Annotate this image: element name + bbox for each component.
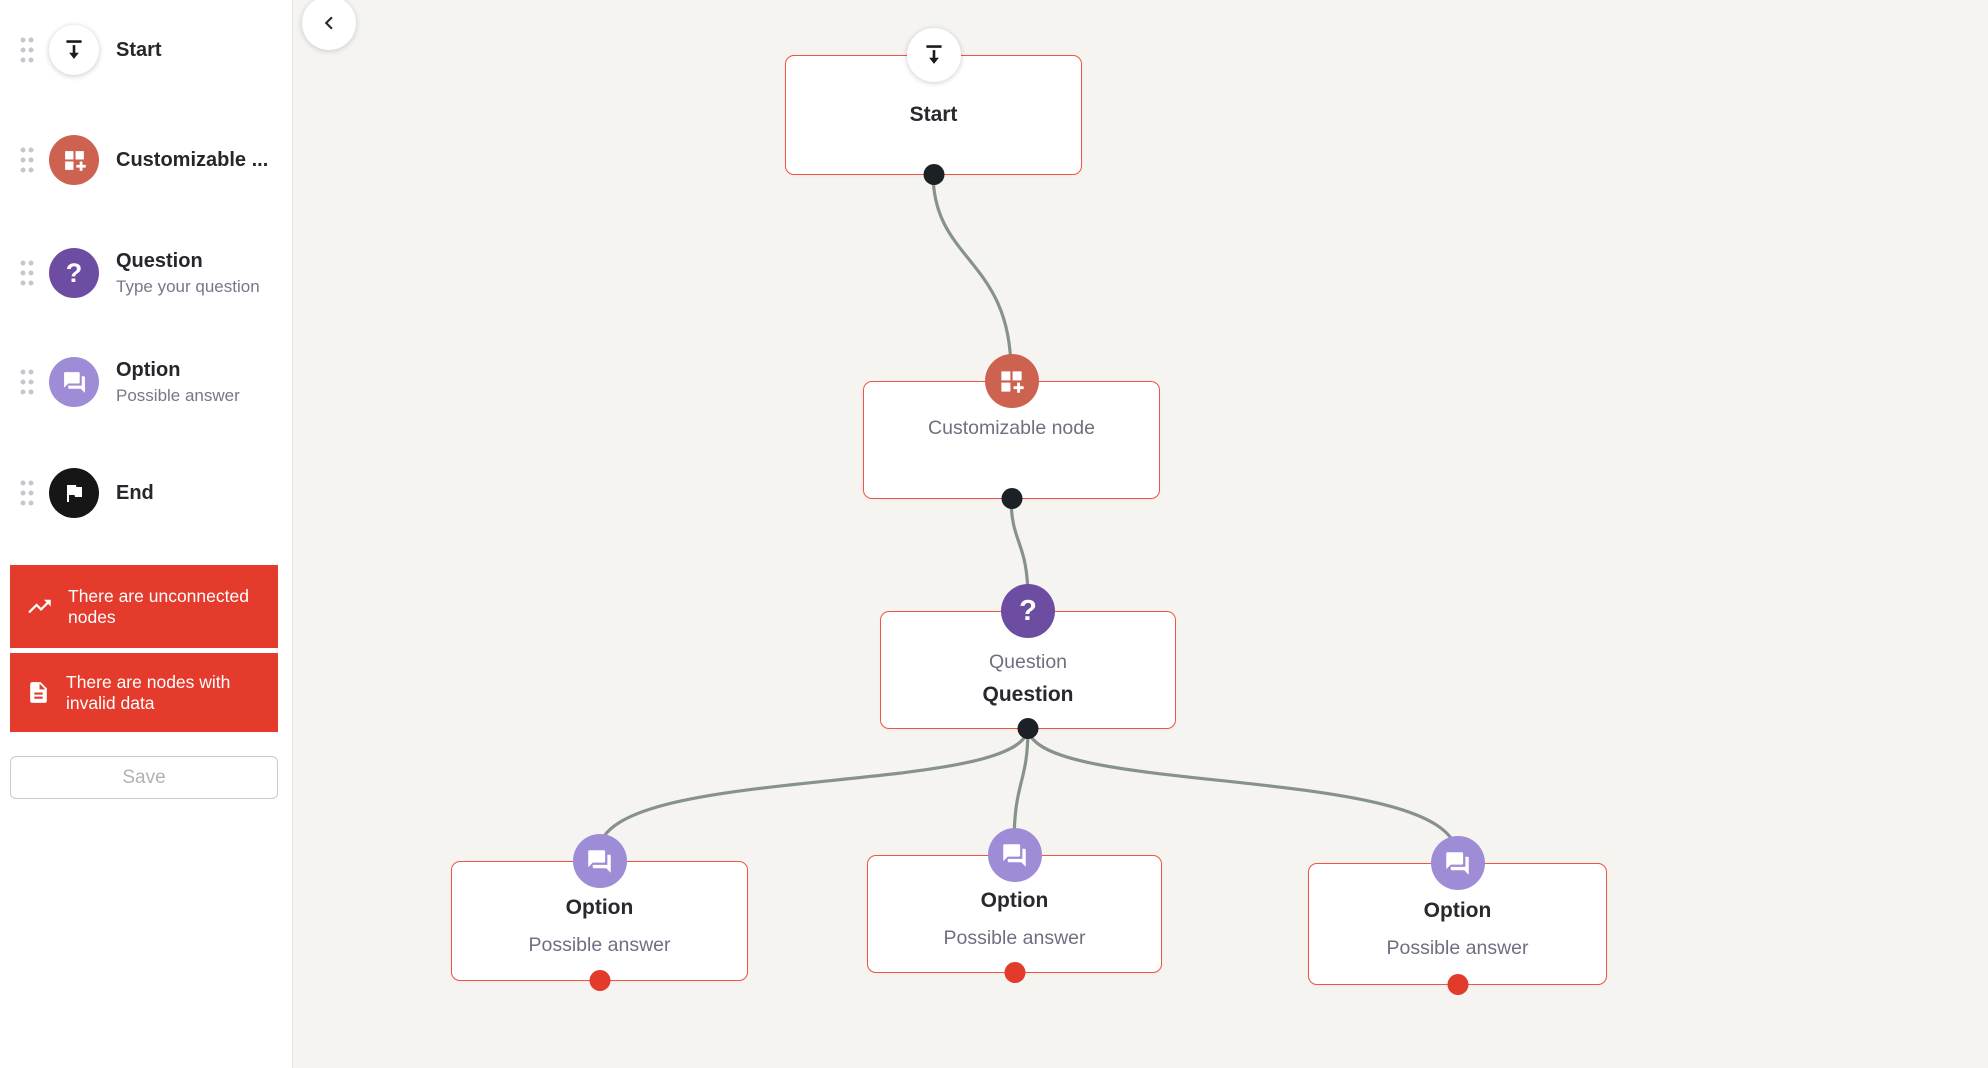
flow-canvas[interactable]: Start Customizable node ? Question Qu	[293, 0, 1988, 1068]
trending-up-icon	[26, 593, 53, 620]
flow-node-option-3[interactable]: Option Possible answer	[1308, 836, 1607, 995]
node-title: Start	[909, 103, 958, 126]
warning-unconnected-nodes: There are unconnected nodes	[10, 565, 278, 648]
node-subtitle: Possible answer	[943, 927, 1086, 949]
flow-node-customizable[interactable]: Customizable node	[863, 354, 1160, 509]
forum-icon	[588, 849, 611, 873]
node-title: Question	[982, 683, 1074, 706]
start-node-badge	[906, 28, 961, 82]
dashboard-customize-icon	[1001, 370, 1024, 393]
flow-edges	[597, 171, 1459, 858]
output-port[interactable]	[1001, 488, 1022, 509]
node-type-label: Question	[988, 651, 1068, 673]
drag-handle-icon[interactable]	[19, 258, 35, 288]
palette-item-label: Question	[116, 250, 203, 272]
start-arrow-icon	[66, 40, 82, 59]
palette-item-label: Start	[116, 39, 162, 61]
flag-icon	[67, 485, 82, 502]
option-badge	[49, 357, 99, 407]
node-subtitle: Possible answer	[528, 934, 671, 956]
forum-icon	[1446, 851, 1469, 875]
collapse-sidebar-button[interactable]	[302, 0, 356, 50]
flow-node-start[interactable]: Start	[785, 28, 1082, 185]
flow-node-option-2[interactable]: Option Possible answer	[867, 828, 1162, 983]
flow-node-question[interactable]: ? Question Question	[880, 584, 1176, 739]
node-label: Customizable node	[928, 417, 1095, 439]
chevron-left-icon	[324, 16, 333, 30]
output-port-unconnected[interactable]	[589, 970, 610, 991]
warning-text: There are unconnected nodes	[68, 585, 249, 627]
drag-handle-icon[interactable]	[19, 478, 35, 508]
start-badge	[49, 25, 99, 75]
palette-item-customizable[interactable]: Customizable ...	[0, 132, 292, 188]
option-node-badge	[1430, 836, 1485, 890]
edge-customizable-question	[1009, 495, 1030, 602]
palette-item-end[interactable]: End	[0, 465, 292, 521]
warning-text: There are nodes with invalid data	[66, 671, 231, 713]
palette-item-start[interactable]: Start	[0, 22, 292, 78]
output-port[interactable]	[923, 164, 944, 185]
drag-handle-icon[interactable]	[19, 35, 35, 65]
palette-item-label: Customizable ...	[116, 149, 269, 171]
node-title: Option	[565, 896, 634, 919]
palette-item-subtitle: Possible answer	[116, 386, 240, 405]
question-badge: ?	[49, 248, 99, 298]
palette-item-subtitle: Type your question	[116, 277, 260, 296]
start-arrow-icon	[925, 45, 942, 64]
question-mark-icon: ?	[1019, 594, 1037, 627]
edge-question-option1	[597, 725, 1030, 854]
edge-question-option3	[1026, 725, 1459, 858]
forum-icon	[1003, 843, 1026, 867]
question-mark-icon: ?	[65, 257, 83, 288]
palette-item-question[interactable]: ? Question Type your question	[0, 245, 292, 301]
drag-handle-icon[interactable]	[19, 367, 35, 397]
option-node-badge	[987, 828, 1042, 882]
document-icon	[26, 680, 51, 705]
customizable-badge	[49, 135, 99, 185]
node-subtitle: Possible answer	[1386, 937, 1529, 959]
node-palette-sidebar: Start Customizable ... ?	[0, 0, 293, 1068]
warning-invalid-data: There are nodes with invalid data	[10, 653, 278, 732]
node-title: Option	[980, 889, 1049, 912]
customizable-node-badge	[984, 354, 1039, 408]
drag-handle-icon[interactable]	[19, 145, 35, 175]
output-port[interactable]	[1017, 718, 1039, 739]
palette-item-label: End	[116, 482, 154, 504]
forum-icon	[63, 371, 85, 393]
edge-start-customizable	[931, 171, 1013, 374]
option-node-badge	[572, 834, 627, 888]
save-button[interactable]: Save	[10, 756, 278, 799]
end-badge	[49, 468, 99, 518]
dashboard-customize-icon	[64, 150, 86, 171]
palette-item-label: Option	[116, 359, 181, 381]
output-port-unconnected[interactable]	[1004, 962, 1025, 983]
output-port-unconnected[interactable]	[1447, 974, 1468, 995]
flow-node-option-1[interactable]: Option Possible answer	[451, 834, 748, 991]
node-title: Option	[1423, 899, 1492, 922]
edge-question-option2	[1012, 725, 1030, 848]
palette-item-option[interactable]: Option Possible answer	[0, 354, 292, 410]
question-node-badge: ?	[1001, 584, 1055, 638]
